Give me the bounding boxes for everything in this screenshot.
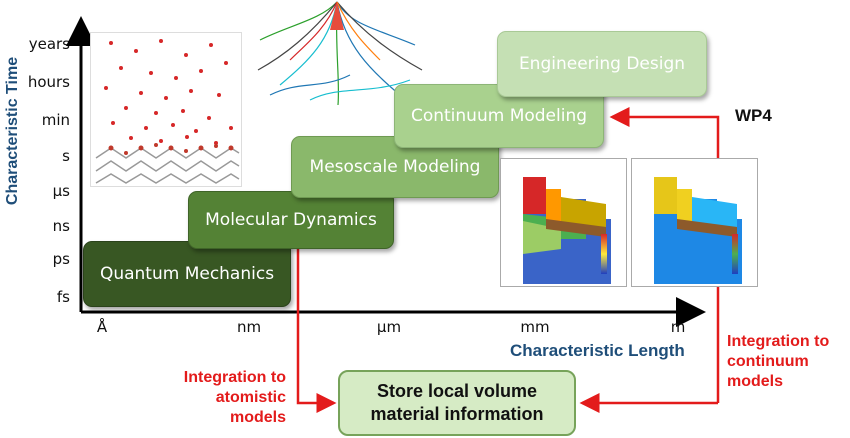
wp4-label: WP4 [735, 106, 772, 125]
stage-engineering-design-label: Engineering Design [518, 54, 686, 74]
y-tick-ns: ns [52, 217, 70, 235]
integration-continuum-line-2: continuum [727, 353, 809, 370]
y-tick-years: years [28, 35, 70, 53]
stage-molecular-dynamics-label: Molecular Dynamics [205, 210, 377, 230]
stage-quantum-mechanics-label: Quantum Mechanics [99, 264, 275, 284]
stage-engineering-design: Engineering Design [497, 31, 707, 97]
stage-mesoscale-modeling-label: Mesoscale Modeling [309, 157, 481, 177]
y-tick-s: s [62, 147, 70, 165]
y-tick-hours: hours [27, 73, 70, 91]
stage-molecular-dynamics: Molecular Dynamics [188, 191, 394, 249]
atomistic-simulation-image [90, 32, 242, 187]
integration-continuum-line-3: models [727, 373, 784, 390]
x-tick-angstrom: Å [96, 318, 108, 336]
x-tick-m: m [670, 318, 686, 336]
y-tick-ps: ps [52, 250, 70, 268]
y-tick-fs: fs [56, 288, 70, 306]
integration-atomistic-line-1: Integration to [183, 369, 286, 386]
store-box-line-1: Store local volume [376, 381, 538, 401]
integration-atomistic-line-2: atomistic models [215, 389, 286, 426]
dislocation-network-icon [257, 1, 423, 106]
y-tick-us: µs [52, 182, 70, 200]
integration-atomistic-label: Integration to atomistic models [162, 368, 286, 428]
atomistic-simulation-icon [95, 39, 240, 184]
atomistic-integration-arrow [296, 246, 337, 413]
fem-stress-icon [654, 177, 742, 284]
integration-continuum-line-1: Integration to [727, 333, 830, 350]
integration-continuum-label: Integration to continuum models [727, 332, 829, 392]
continuum-to-modeling-arrow [609, 107, 720, 403]
stage-quantum-mechanics: Quantum Mechanics [83, 241, 291, 307]
fem-temperature-icon [523, 177, 611, 284]
fem-temperature-image [500, 158, 627, 287]
store-box-line-2: material information [370, 404, 544, 424]
stage-continuum-modeling-label: Continuum Modeling [410, 106, 588, 126]
x-tick-um: µm [376, 318, 402, 336]
x-axis-title: Characteristic Length [510, 341, 685, 360]
store-local-volume-box: Store local volume material information [338, 370, 576, 436]
x-tick-mm: mm [520, 318, 550, 336]
fem-stress-image [631, 158, 758, 287]
y-tick-min: min [41, 111, 70, 129]
dislocation-network-image [250, 0, 425, 110]
x-tick-nm: nm [236, 318, 262, 336]
